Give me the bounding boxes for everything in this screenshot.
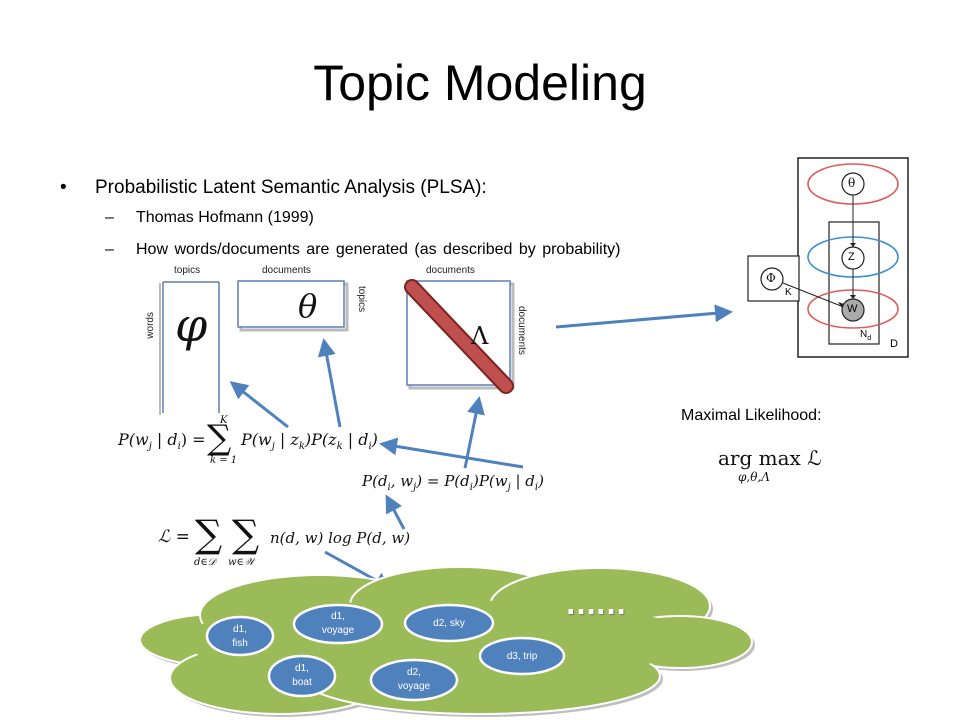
argmax-sub: φ,θ,Λ — [738, 470, 770, 484]
plate-d-label: D — [890, 338, 898, 350]
formula-joint: P(di, wj) = P(di)P(wj | di) — [362, 472, 544, 493]
arrow-to-mixture — [379, 437, 524, 469]
sum-symbol-d: ∑ — [195, 512, 223, 556]
blob-label-d2-voyage: d2, voyage — [397, 667, 431, 692]
arrow-to-plate — [555, 304, 733, 329]
blob-d1-voyage — [292, 603, 384, 645]
sum-top-k: K — [220, 415, 228, 426]
theta-top-label: documents — [262, 265, 311, 276]
bullet-sub-generation: How words/documents are generated (as de… — [136, 241, 621, 258]
formula-mixture-rhs: P(wj | zk)P(zk | di) — [241, 430, 378, 453]
argmax-op: arg max ℒ — [718, 446, 822, 470]
blob-d1-fish — [205, 615, 275, 657]
likelihood-body: n(d, w) log P(d, w) — [270, 529, 411, 547]
blob-d3-trip — [478, 636, 566, 676]
sub-dash-1: – — [105, 209, 114, 226]
theta-symbol: θ — [298, 287, 318, 325]
blob-label-d1-voyage: d1, voyage — [321, 611, 355, 636]
blob-d2-voyage — [369, 658, 459, 702]
blob-label-d1-boat: d1, boat — [292, 663, 312, 688]
arrow-to-joint — [385, 494, 406, 530]
sub-dash-2: – — [105, 241, 114, 258]
cloud-ellipsis: …… — [565, 585, 627, 621]
plate-nd-label: Nd — [860, 329, 872, 342]
lambda-side-label: documents — [516, 306, 527, 355]
formula-mixture-lhs: P(wj | di) = — [118, 430, 206, 453]
bullet-main: Probabilistic Latent Semantic Analysis (… — [95, 177, 487, 198]
blob-label-d1-fish: d1, fish — [232, 624, 248, 649]
arrow-to-theta — [317, 338, 342, 428]
plate-w-label: W — [847, 303, 858, 315]
likelihood-lhs: ℒ = — [158, 527, 190, 547]
lambda-top-label: documents — [426, 265, 475, 276]
bullet-dot: • — [60, 177, 67, 198]
arrow-to-lambda — [463, 396, 485, 469]
document-cloud — [139, 566, 755, 717]
plate-k-label: K — [785, 287, 792, 298]
lambda-matrix — [404, 279, 515, 394]
phi-matrix — [159, 281, 220, 415]
theta-side-label: topics — [356, 286, 367, 313]
blob-label-d2-sky: d2, sky — [433, 618, 465, 629]
max-likelihood-label: Maximal Likelihood: — [681, 407, 822, 424]
arrows — [229, 304, 733, 590]
blob-d2-sky — [403, 603, 495, 643]
lambda-symbol: Λ — [471, 322, 489, 350]
theta-matrix — [237, 280, 349, 332]
blob-label-d3-trip: d3, trip — [506, 651, 538, 662]
sum-symbol-1: ∑ — [207, 418, 232, 458]
blob-d1-boat — [267, 654, 337, 698]
plate-theta-label: θ — [848, 176, 856, 190]
phi-side-label: words — [145, 312, 156, 339]
sum-bottom-d: d∈𝒟 — [194, 557, 216, 568]
sum-bottom-k: k = 1 — [210, 455, 238, 466]
phi-symbol: φ — [175, 298, 208, 352]
plate-diagram — [747, 157, 909, 358]
plate-phi-label: Φ — [766, 271, 776, 285]
bullet-sub-author: Thomas Hofmann (1999) — [136, 209, 314, 226]
arrow-to-phi — [229, 381, 289, 429]
slide-title: Topic Modeling — [313, 55, 647, 111]
sum-bottom-w: w∈𝒲 — [228, 557, 255, 568]
plate-z-label: Z — [848, 251, 855, 263]
phi-top-label: topics — [174, 265, 201, 276]
sum-symbol-w: ∑ — [232, 512, 260, 556]
